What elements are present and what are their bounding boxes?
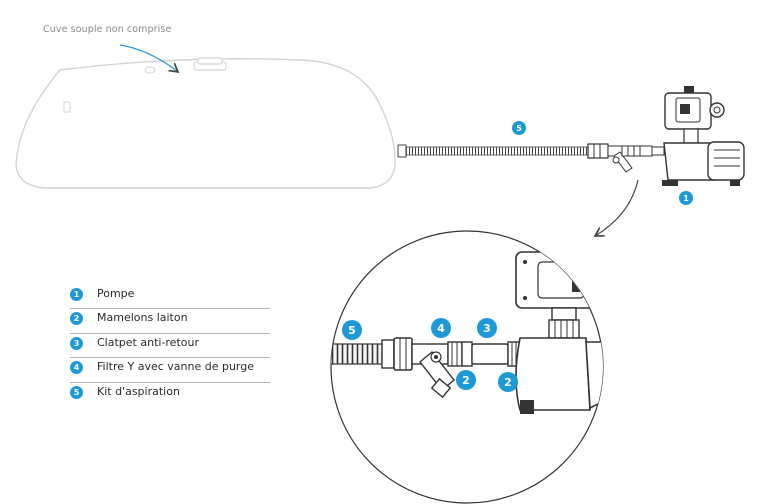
callout-detail-nipple-pump: 2 [498, 372, 518, 392]
zoom-arrow [595, 179, 639, 236]
svg-text:1: 1 [683, 194, 689, 203]
legend-item-check-valve: 3 Clatpet anti-retour [70, 334, 270, 359]
legend-item-suction-kit: 5 Kit d'aspiration [70, 383, 270, 406]
svg-text:2: 2 [504, 376, 512, 389]
callout-overview-hose: 5 [512, 121, 526, 135]
callout-detail-nipple-filter: 2 [456, 370, 476, 390]
svg-text:2: 2 [462, 374, 470, 387]
flexible-tank [15, 44, 396, 189]
legend-number-badge: 2 [70, 312, 83, 326]
overview-suction-hose [397, 143, 609, 159]
legend-label: Mamelons laiton [97, 311, 188, 325]
legend-item-pump: 1 Pompe [70, 285, 270, 310]
callout-detail-hose: 5 [342, 320, 362, 340]
legend-number-badge: 5 [70, 385, 83, 399]
detail-suction-hose [331, 337, 413, 371]
overview-pump [662, 86, 745, 186]
callout-overview-pump: 1 [679, 191, 693, 205]
callout-detail-valve: 3 [477, 318, 497, 338]
parts-legend: 1 Pompe 2 Mamelons laiton 3 Clatpet anti… [70, 285, 270, 406]
legend-number-badge: 3 [70, 336, 83, 350]
tank-note: Cuve souple non comprise [43, 24, 172, 35]
svg-text:5: 5 [516, 124, 522, 133]
callout-detail-filter: 4 [431, 318, 451, 338]
legend-number-badge: 4 [70, 361, 83, 375]
legend-label: Kit d'aspiration [97, 384, 180, 398]
svg-text:4: 4 [437, 322, 445, 335]
legend-label: Clatpet anti-retour [97, 335, 199, 349]
overview-y-filter [607, 145, 665, 173]
legend-item-brass-nipples: 2 Mamelons laiton [70, 309, 270, 334]
legend-item-y-filter: 4 Filtre Y avec vanne de purge [70, 358, 270, 383]
legend-number-badge: 1 [70, 288, 83, 301]
svg-text:3: 3 [483, 322, 491, 335]
svg-text:5: 5 [348, 324, 356, 337]
detail-y-filter [411, 341, 463, 399]
detail-check-valve [461, 341, 521, 367]
legend-label: Filtre Y avec vanne de purge [97, 360, 255, 374]
legend-label: Pompe [97, 287, 135, 300]
